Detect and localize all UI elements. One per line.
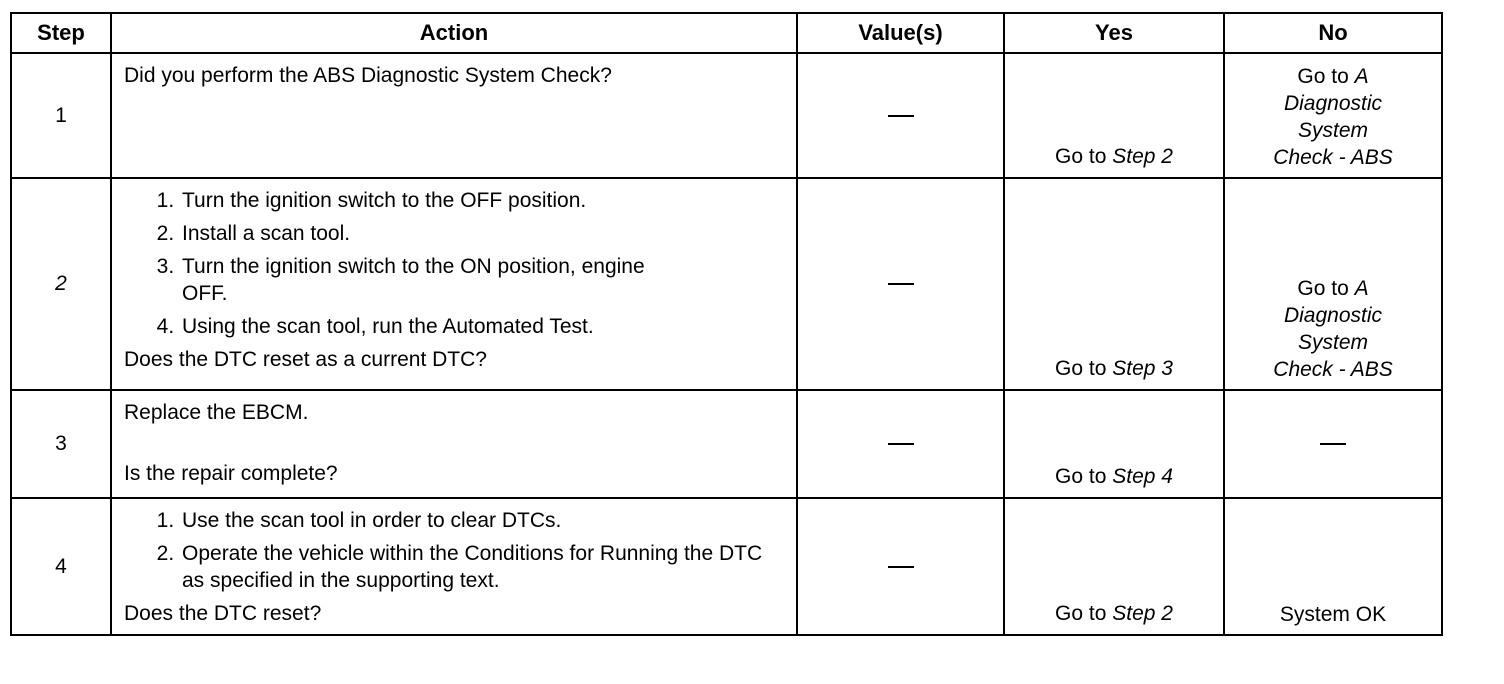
- value-dash: [887, 443, 914, 445]
- no-link-line[interactable]: A: [1354, 277, 1369, 300]
- action-cell: Turn the ignition switch to the OFF posi…: [110, 177, 798, 391]
- value-dash: [887, 283, 914, 285]
- question-text: Did you perform the ABS Diagnostic Syste…: [124, 64, 612, 87]
- no-link-line[interactable]: System: [1297, 119, 1368, 142]
- action-cell: Replace the EBCM. Is the repair complete…: [110, 389, 798, 499]
- yes-prefix: Go to: [1055, 145, 1113, 168]
- no-cell: Go to A Diagnostic System Check - ABS: [1223, 52, 1443, 179]
- header-step: Step: [10, 12, 112, 54]
- question-text: Is the repair complete?: [124, 462, 338, 485]
- yes-step-link[interactable]: Step 2: [1112, 145, 1173, 168]
- yes-step-link[interactable]: Step 2: [1112, 602, 1173, 625]
- value-cell: [796, 497, 1005, 636]
- question-text: Does the DTC reset as a current DTC?: [124, 348, 487, 371]
- no-link-line[interactable]: System: [1297, 331, 1368, 354]
- yes-prefix: Go to: [1055, 357, 1113, 380]
- no-link-line[interactable]: A: [1354, 65, 1369, 88]
- no-link-line[interactable]: Diagnostic: [1283, 304, 1383, 327]
- yes-prefix: Go to: [1055, 465, 1113, 488]
- yes-cell: Go to Step 2: [1003, 52, 1225, 179]
- table-row: 1 Did you perform the ABS Diagnostic Sys…: [10, 52, 1443, 179]
- no-dash: [1320, 443, 1346, 445]
- value-dash: [887, 565, 914, 568]
- no-cell: Go to A Diagnostic System Check - ABS: [1223, 177, 1443, 391]
- procedure-step: Using the scan tool, run the Automated T…: [180, 313, 784, 340]
- diagnostic-table: Step Action Value(s) Yes No 1 Did you pe…: [10, 12, 1443, 636]
- yes-cell: Go to Step 2: [1003, 497, 1225, 636]
- header-no: No: [1223, 12, 1443, 54]
- yes-step-link[interactable]: Step 4: [1112, 465, 1173, 488]
- no-link-line[interactable]: Diagnostic: [1283, 92, 1383, 115]
- header-action: Action: [110, 12, 798, 54]
- no-link-line[interactable]: Check - ABS: [1273, 146, 1393, 169]
- value-dash: [887, 114, 914, 117]
- header-row: Step Action Value(s) Yes No: [10, 12, 1443, 54]
- no-prefix: Go to: [1297, 65, 1355, 88]
- procedure-step: Operate the vehicle within the Condition…: [180, 540, 784, 594]
- procedure-step: Turn the ignition switch to the ON posit…: [180, 253, 784, 307]
- value-cell: [796, 389, 1005, 499]
- no-cell: [1223, 389, 1443, 499]
- no-prefix: Go to: [1297, 277, 1355, 300]
- procedure-list: Use the scan tool in order to clear DTCs…: [124, 507, 784, 594]
- step-number: 4: [10, 497, 112, 636]
- yes-cell: Go to Step 4: [1003, 389, 1225, 499]
- table-row: 2 Turn the ignition switch to the OFF po…: [10, 177, 1443, 391]
- header-yes: Yes: [1003, 12, 1225, 54]
- action-cell: Did you perform the ABS Diagnostic Syste…: [110, 52, 798, 179]
- no-cell: System OK: [1223, 497, 1443, 636]
- yes-prefix: Go to: [1055, 602, 1113, 625]
- action-cell: Use the scan tool in order to clear DTCs…: [110, 497, 798, 636]
- procedure-step: Turn the ignition switch to the OFF posi…: [180, 187, 784, 214]
- procedure-step: Install a scan tool.: [180, 220, 784, 247]
- step-number: 2: [10, 177, 112, 391]
- instruction-text: Replace the EBCM.: [124, 401, 309, 424]
- table-row: 4 Use the scan tool in order to clear DT…: [10, 497, 1443, 636]
- header-values: Value(s): [796, 12, 1005, 54]
- no-link-line[interactable]: Check - ABS: [1273, 358, 1393, 381]
- step-number: 3: [10, 389, 112, 499]
- step-number: 1: [10, 52, 112, 179]
- yes-step-link[interactable]: Step 3: [1112, 357, 1173, 380]
- procedure-list: Turn the ignition switch to the OFF posi…: [124, 187, 784, 340]
- table-row: 3 Replace the EBCM. Is the repair comple…: [10, 389, 1443, 499]
- value-cell: [796, 52, 1005, 179]
- no-result: System OK: [1279, 603, 1387, 626]
- question-text: Does the DTC reset?: [124, 602, 322, 625]
- yes-cell: Go to Step 3: [1003, 177, 1225, 391]
- procedure-step: Use the scan tool in order to clear DTCs…: [180, 507, 784, 534]
- value-cell: [796, 177, 1005, 391]
